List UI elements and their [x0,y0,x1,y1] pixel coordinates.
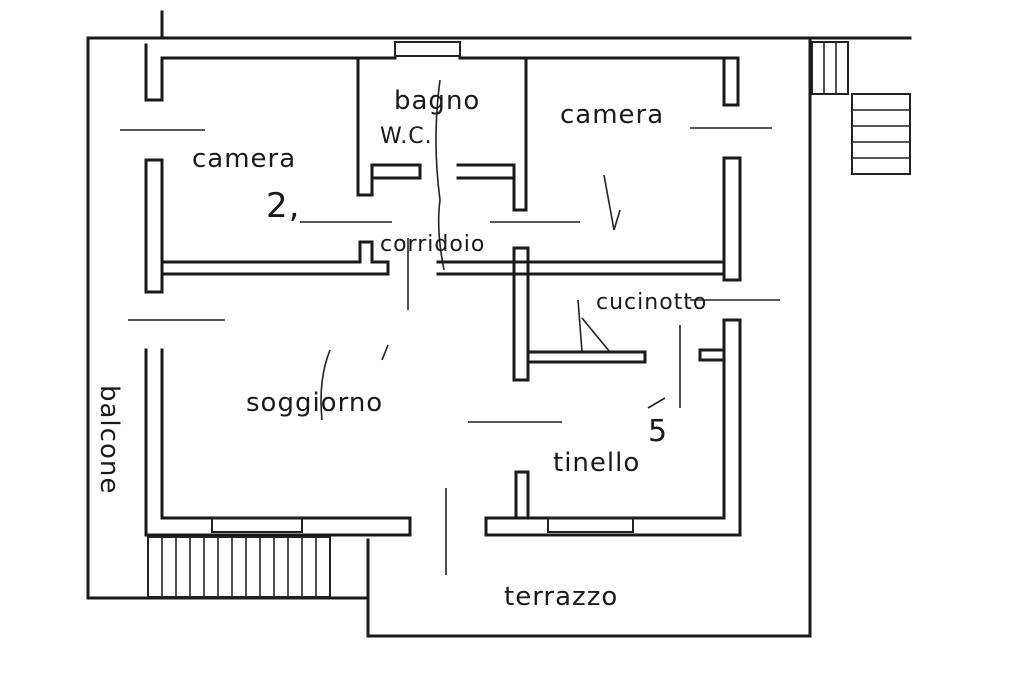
room-label-camera-right: camera [560,100,665,130]
room-label-tinello: tinello [553,448,641,478]
room-label-wc: W.C. [380,124,433,149]
staircase-bottom [147,536,331,598]
room-label-corridoio: corridoio [380,232,486,257]
room-label-camera-left: camera [192,144,297,174]
room-label-soggiorno: soggiorno [246,388,384,418]
door-lines [120,127,780,575]
room-label-balcone: balcone [94,385,124,495]
room-label-bagno: bagno [394,86,481,116]
outer-walls [86,10,912,638]
room-number-camera-left: 2, [266,186,301,226]
inner-walls [144,43,742,537]
room-label-cucinotto: cucinotto [596,290,708,315]
staircase-right [811,41,911,175]
hand-annotations [320,79,666,421]
windows [211,41,634,533]
room-label-terrazzo: terrazzo [504,582,619,612]
room-number-tinello: 5 [648,414,669,449]
